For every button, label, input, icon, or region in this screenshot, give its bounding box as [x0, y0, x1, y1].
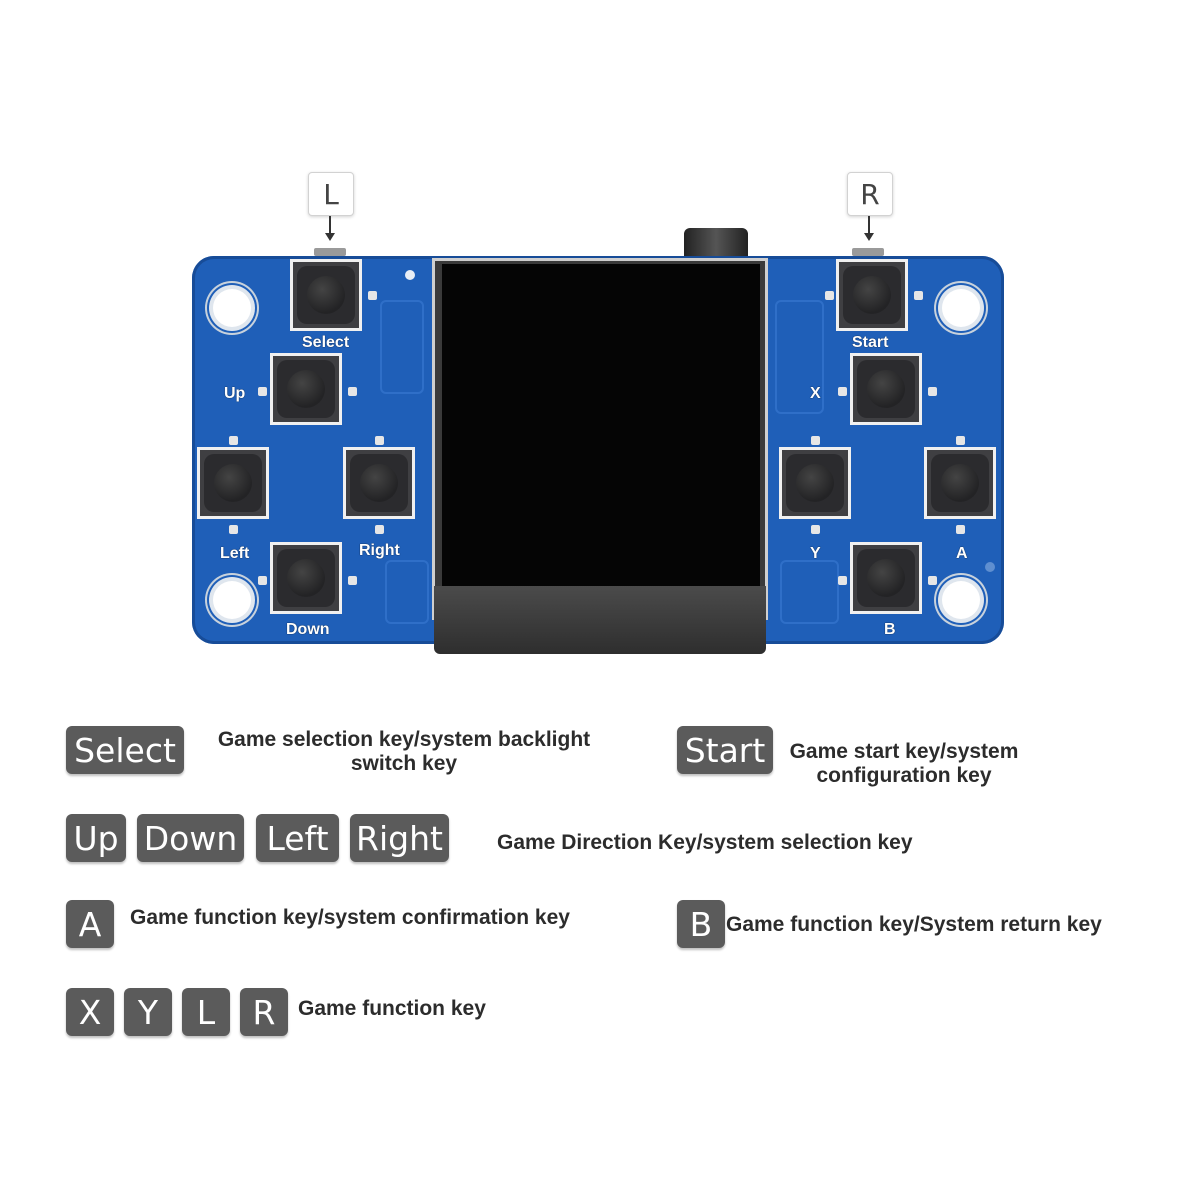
legend-x-key: X	[66, 988, 114, 1036]
solder-pad	[348, 387, 357, 396]
pcb-trace	[380, 300, 424, 394]
legend-select-desc: Game selection key/system backlight swit…	[216, 728, 592, 776]
arrow-r-head	[864, 233, 874, 241]
mounting-hole	[942, 581, 980, 619]
solder-pad	[348, 576, 357, 585]
solder-pad	[258, 387, 267, 396]
board-label-a: A	[956, 545, 968, 562]
pcb-via	[985, 562, 995, 572]
board-label-x: X	[810, 385, 821, 402]
arrow-l-head	[325, 233, 335, 241]
legend-left-key: Left	[256, 814, 339, 862]
x-key[interactable]	[850, 353, 922, 425]
pcb-via	[405, 270, 415, 280]
legend-l-key: L	[182, 988, 230, 1036]
solder-pad	[956, 525, 965, 534]
callout-l-label: L	[323, 177, 339, 211]
mounting-hole	[213, 581, 251, 619]
mounting-hole	[942, 289, 980, 327]
solder-pad	[229, 436, 238, 445]
legend-a-desc: Game function key/system confirmation ke…	[130, 906, 570, 929]
legend-up-key-label: Up	[73, 818, 119, 858]
solder-pad	[914, 291, 923, 300]
solder-pad	[375, 436, 384, 445]
select-key[interactable]	[290, 259, 362, 331]
solder-pad	[375, 525, 384, 534]
pcb-trace	[385, 560, 429, 624]
legend-l-key-label: L	[196, 992, 216, 1032]
callout-l: L	[308, 172, 354, 216]
legend-right-key: Right	[350, 814, 449, 862]
legend-direction-desc: Game Direction Key/system selection key	[497, 831, 913, 854]
right-key[interactable]	[343, 447, 415, 519]
solder-pad	[229, 525, 238, 534]
solder-pad	[928, 387, 937, 396]
y-key[interactable]	[779, 447, 851, 519]
board-label-start: Start	[852, 334, 889, 351]
legend-down-key: Down	[137, 814, 244, 862]
solder-pad	[928, 576, 937, 585]
legend-start-desc: Game start key/system configuration key	[786, 740, 1022, 788]
audio-jack	[684, 228, 748, 260]
legend-a-key-label: A	[78, 904, 102, 944]
solder-pad	[811, 525, 820, 534]
legend-function-desc: Game function key	[298, 997, 486, 1020]
board-label-y: Y	[810, 545, 821, 562]
arrow-l-line	[329, 216, 331, 234]
mounting-hole	[213, 289, 251, 327]
legend-left-key-label: Left	[266, 818, 329, 858]
legend-b-key-label: B	[689, 904, 713, 944]
legend-start-desc-line2: configuration key	[816, 764, 992, 787]
screen-flex-cable	[434, 586, 766, 654]
solder-pad	[258, 576, 267, 585]
solder-pad	[825, 291, 834, 300]
solder-pad	[811, 436, 820, 445]
a-key[interactable]	[924, 447, 996, 519]
board-label-select: Select	[302, 334, 350, 351]
legend-start-key: Start	[677, 726, 773, 774]
solder-pad	[838, 387, 847, 396]
pcb-trace	[775, 300, 824, 414]
board-label-b: B	[884, 621, 896, 638]
r-shoulder-button	[852, 248, 884, 256]
legend-x-key-label: X	[78, 992, 102, 1032]
legend-b-desc: Game function key/System return key	[726, 913, 1102, 936]
lcd-screen	[442, 264, 760, 586]
legend-start-desc-line1: Game start key/system	[789, 740, 1019, 763]
legend-select-desc-line2: switch key	[350, 752, 458, 775]
b-key[interactable]	[850, 542, 922, 614]
board-label-up: Up	[224, 385, 246, 402]
legend-down-key-label: Down	[143, 818, 238, 858]
callout-r-label: R	[860, 177, 880, 211]
callout-r: R	[847, 172, 893, 216]
solder-pad	[838, 576, 847, 585]
arrow-r-line	[868, 216, 870, 234]
legend-start-key-label: Start	[684, 730, 766, 770]
legend-right-key-label: Right	[356, 818, 443, 858]
board-label-left: Left	[220, 545, 250, 562]
legend-b-key: B	[677, 900, 725, 948]
board-label-right: Right	[359, 542, 400, 559]
left-key[interactable]	[197, 447, 269, 519]
board-label-down: Down	[286, 621, 330, 638]
legend-up-key: Up	[66, 814, 126, 862]
legend-r-key: R	[240, 988, 288, 1036]
pcb-trace	[780, 560, 839, 624]
legend-r-key-label: R	[252, 992, 276, 1032]
legend-a-key: A	[66, 900, 114, 948]
up-key[interactable]	[270, 353, 342, 425]
down-key[interactable]	[270, 542, 342, 614]
legend-select-desc-line1: Game selection key/system backlight	[217, 728, 591, 751]
legend-y-key: Y	[124, 988, 172, 1036]
start-key[interactable]	[836, 259, 908, 331]
legend-select-key: Select	[66, 726, 184, 774]
l-shoulder-button	[314, 248, 346, 256]
solder-pad	[956, 436, 965, 445]
legend-y-key-label: Y	[137, 992, 159, 1032]
legend-select-key-label: Select	[74, 730, 176, 770]
solder-pad	[368, 291, 377, 300]
